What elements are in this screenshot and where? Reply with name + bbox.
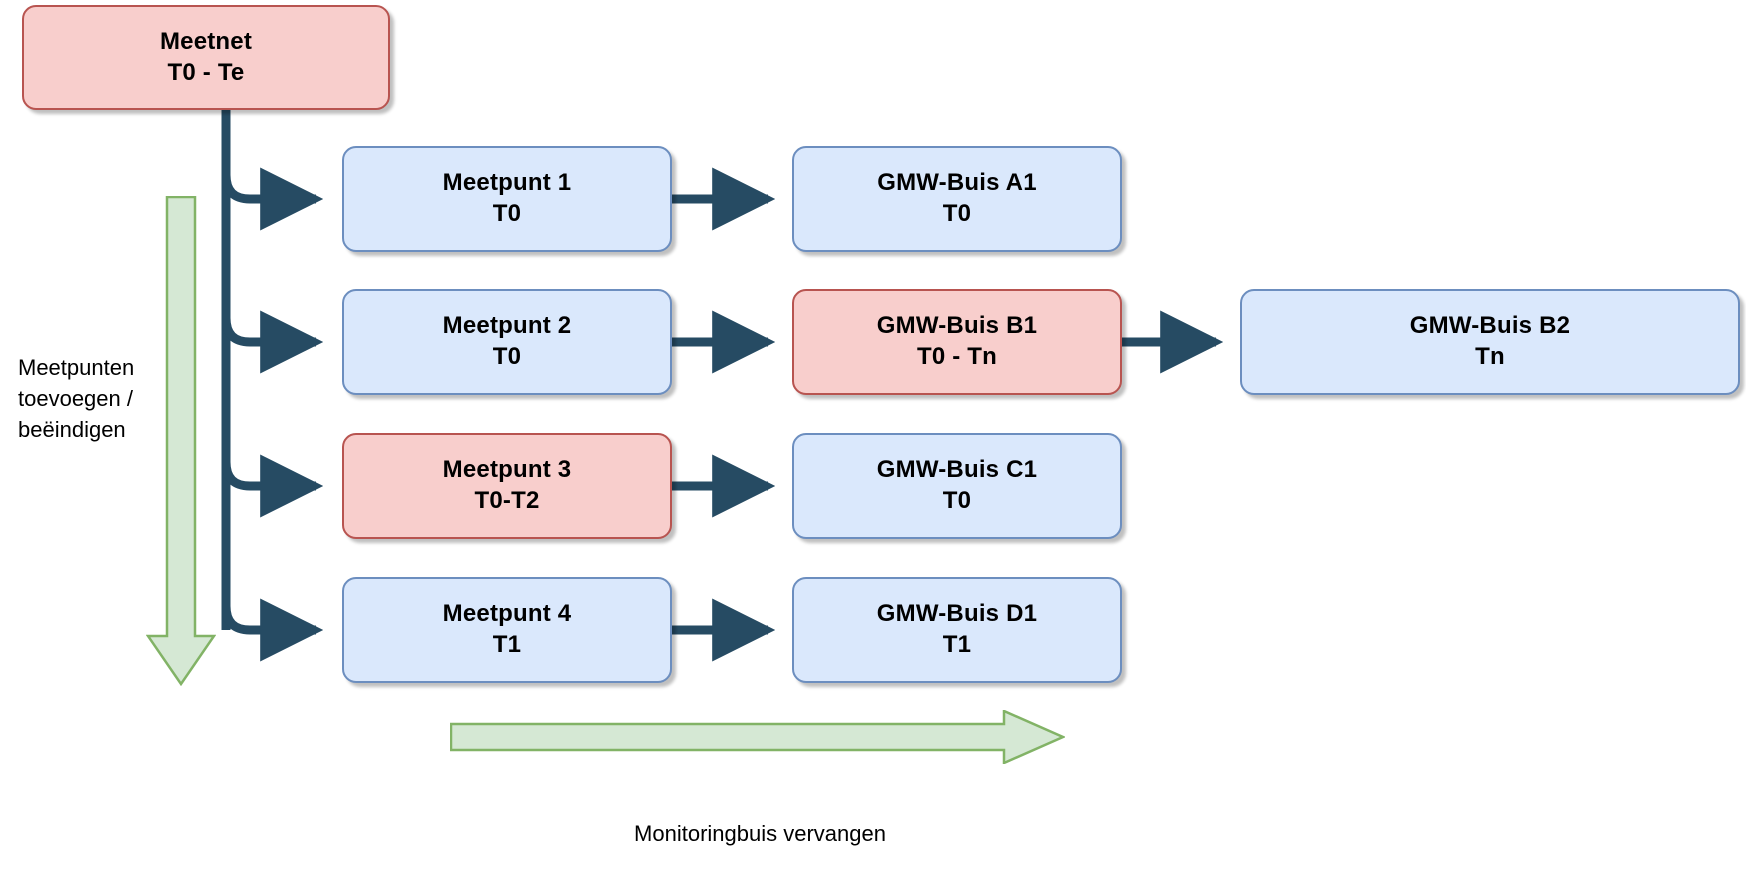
node-gmw-buis-d1-title: GMW-Buis D1 (876, 600, 1038, 628)
node-gmw-buis-b2-title: GMW-Buis B2 (1409, 312, 1571, 340)
horizontal-arrow-caption: Monitoringbuis vervangen (634, 821, 886, 846)
node-gmw-buis-a1[interactable]: GMW-Buis A1 T0 (792, 146, 1122, 252)
node-meetpunt-4-title: Meetpunt 4 (442, 600, 572, 628)
node-gmw-buis-a1-title: GMW-Buis A1 (877, 169, 1037, 197)
vertical-green-arrow (146, 196, 216, 686)
node-gmw-buis-c1[interactable]: GMW-Buis C1 T0 (792, 433, 1122, 539)
node-gmw-buis-c1-period: T0 (942, 487, 972, 514)
horizontal-green-arrow (450, 710, 1065, 764)
node-meetpunt-3-title: Meetpunt 3 (442, 456, 572, 484)
branch-row-1 (221, 167, 324, 231)
node-gmw-buis-b2[interactable]: GMW-Buis B2 Tn (1240, 289, 1740, 395)
node-meetpunt-2-period: T0 (492, 343, 522, 370)
node-meetpunt-3[interactable]: Meetpunt 3 T0-T2 (342, 433, 672, 539)
node-meetpunt-1-title: Meetpunt 1 (442, 169, 572, 197)
node-meetpunt-2[interactable]: Meetpunt 2 T0 (342, 289, 672, 395)
node-gmw-buis-c1-title: GMW-Buis C1 (876, 456, 1038, 484)
node-meetpunt-2-title: Meetpunt 2 (442, 312, 572, 340)
node-meetnet[interactable]: Meetnet T0 - Te (22, 5, 390, 110)
node-meetnet-period: T0 - Te (167, 58, 245, 86)
branch-row-4 (221, 598, 324, 662)
node-gmw-buis-b1-period: T0 - Tn (916, 343, 998, 370)
node-gmw-buis-d1-period: T1 (942, 631, 972, 658)
vertical-arrow-caption: Meetpunten toevoegen / beëindigen (18, 355, 135, 443)
node-meetnet-title: Meetnet (159, 27, 253, 55)
node-gmw-buis-b1-title: GMW-Buis B1 (876, 312, 1038, 340)
node-gmw-buis-d1[interactable]: GMW-Buis D1 T1 (792, 577, 1122, 683)
node-meetpunt-4-period: T1 (492, 631, 522, 658)
node-meetpunt-1-period: T0 (492, 200, 522, 227)
node-gmw-buis-b2-period: Tn (1475, 343, 1505, 370)
node-gmw-buis-b1[interactable]: GMW-Buis B1 T0 - Tn (792, 289, 1122, 395)
branch-row-3 (221, 454, 324, 518)
node-meetpunt-4[interactable]: Meetpunt 4 T1 (342, 577, 672, 683)
node-meetpunt-1[interactable]: Meetpunt 1 T0 (342, 146, 672, 252)
node-gmw-buis-a1-period: T0 (942, 200, 972, 227)
node-meetpunt-3-period: T0-T2 (474, 487, 540, 514)
branch-row-2 (221, 310, 324, 374)
